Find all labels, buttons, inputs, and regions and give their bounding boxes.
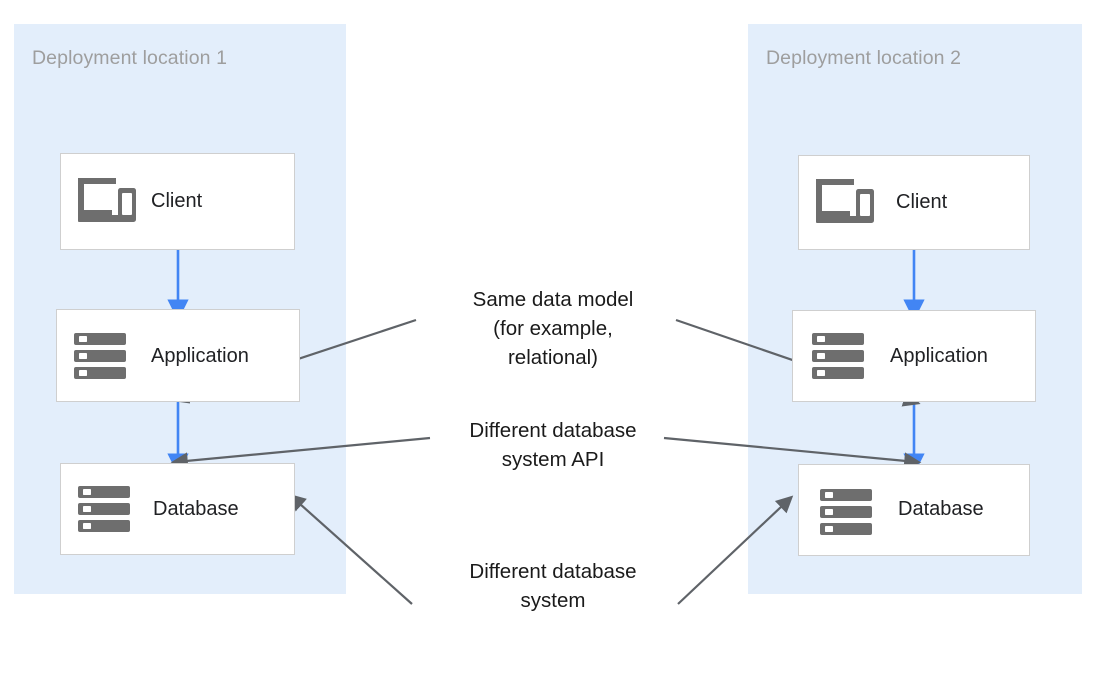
node-client-2[interactable] bbox=[798, 155, 1030, 250]
server-icon bbox=[78, 486, 130, 532]
node-client-1-label: Client bbox=[151, 190, 203, 212]
deployment-zone-1-label: Deployment location 1 bbox=[32, 47, 228, 69]
server-icon bbox=[74, 333, 126, 379]
node-database-1-label: Database bbox=[153, 498, 239, 520]
annotation-different-database-system: Different database system bbox=[469, 560, 637, 612]
server-icon bbox=[812, 333, 864, 379]
node-client-2-label: Client bbox=[896, 191, 948, 213]
devices-icon bbox=[816, 179, 874, 223]
annotation-same-data-model: Same data model (for example, relational… bbox=[472, 288, 634, 369]
node-application-2-label: Application bbox=[890, 345, 988, 367]
deployment-zone-2-label: Deployment location 2 bbox=[766, 47, 962, 69]
node-database-2-label: Database bbox=[898, 498, 984, 520]
annotation-different-database-system-api: Different database system API bbox=[469, 419, 637, 471]
node-application-1-label: Application bbox=[151, 345, 249, 367]
devices-icon bbox=[78, 178, 136, 222]
node-client-1[interactable] bbox=[60, 153, 295, 250]
server-icon bbox=[820, 489, 872, 535]
